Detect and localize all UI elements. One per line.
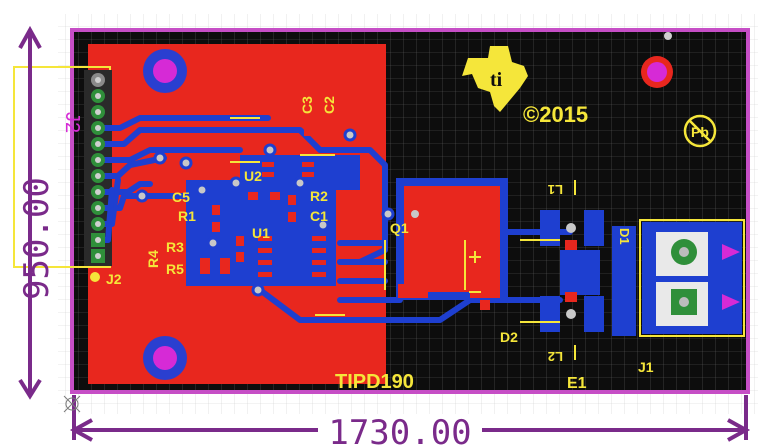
- refdes-l1: L1: [548, 182, 563, 197]
- refdes-r4: R4: [145, 250, 161, 268]
- height-dimension-label: 950.00: [17, 177, 57, 300]
- j2-pin1-marker: [90, 272, 100, 282]
- refdes-j1: J1: [638, 359, 654, 375]
- mounting-hole-small: [664, 32, 672, 40]
- refdes-d2: D2: [500, 329, 518, 345]
- refdes-u2: U2: [244, 168, 262, 184]
- origin-marker: [63, 395, 81, 413]
- vertical-dimension: [18, 25, 42, 400]
- svg-text:Pb: Pb: [691, 124, 709, 140]
- ti-texas-logo: ti: [462, 46, 528, 112]
- smd-pads: [200, 128, 332, 274]
- refdes-u1: U1: [252, 225, 270, 241]
- refdes-q1: Q1: [390, 220, 409, 236]
- mounting-hole-top-right: [641, 56, 673, 88]
- j1-arrow-top: [722, 244, 740, 260]
- q1-lead-pad: [398, 284, 428, 298]
- inductor-pads: [480, 210, 604, 332]
- q1-via: [411, 210, 419, 218]
- refdes-j2-bottom: J2: [106, 271, 122, 287]
- refdes-e1: E1: [567, 375, 587, 392]
- refdes-c1: C1: [310, 208, 328, 224]
- q1-polarity: [469, 251, 481, 293]
- copyright-label: ©2015: [523, 102, 588, 127]
- refdes-r3: R3: [166, 239, 184, 255]
- j1-terminal-2: [656, 282, 708, 326]
- refdes-c5: C5: [172, 189, 190, 205]
- refdes-r2: R2: [310, 188, 328, 204]
- horizontal-dimension: [69, 395, 751, 442]
- j1-arrow-bottom: [722, 294, 740, 310]
- svg-text:ti: ti: [490, 69, 503, 91]
- width-dimension-label: 1730.00: [328, 413, 471, 446]
- d1-pad: [612, 226, 636, 336]
- refdes-l2: L2: [548, 349, 563, 364]
- board-name-label: TIPD190: [335, 371, 414, 393]
- refdes-d1: D1: [617, 228, 632, 245]
- u1-pins: [258, 236, 326, 277]
- copper-blue-ic-area: [186, 180, 336, 286]
- board-outline: [70, 28, 750, 394]
- q1-lead-pad: [470, 284, 500, 298]
- mounting-hole-bottom-left: [143, 336, 187, 380]
- j1-terminal-1: [656, 232, 708, 276]
- j2-pins: [91, 73, 105, 263]
- refdes-r1: R1: [178, 208, 196, 224]
- refdes-c3: C3: [299, 96, 315, 114]
- q1-body: [404, 186, 500, 292]
- refdes-r5: R5: [166, 261, 184, 277]
- pb-free-mark: Pb: [683, 114, 717, 148]
- refdes-j2-top: J2: [61, 112, 83, 133]
- refdes-c2: C2: [321, 96, 337, 114]
- mounting-hole-top-left: [143, 49, 187, 93]
- j1-outline: [639, 219, 745, 337]
- silkscreen-lines: [230, 117, 576, 360]
